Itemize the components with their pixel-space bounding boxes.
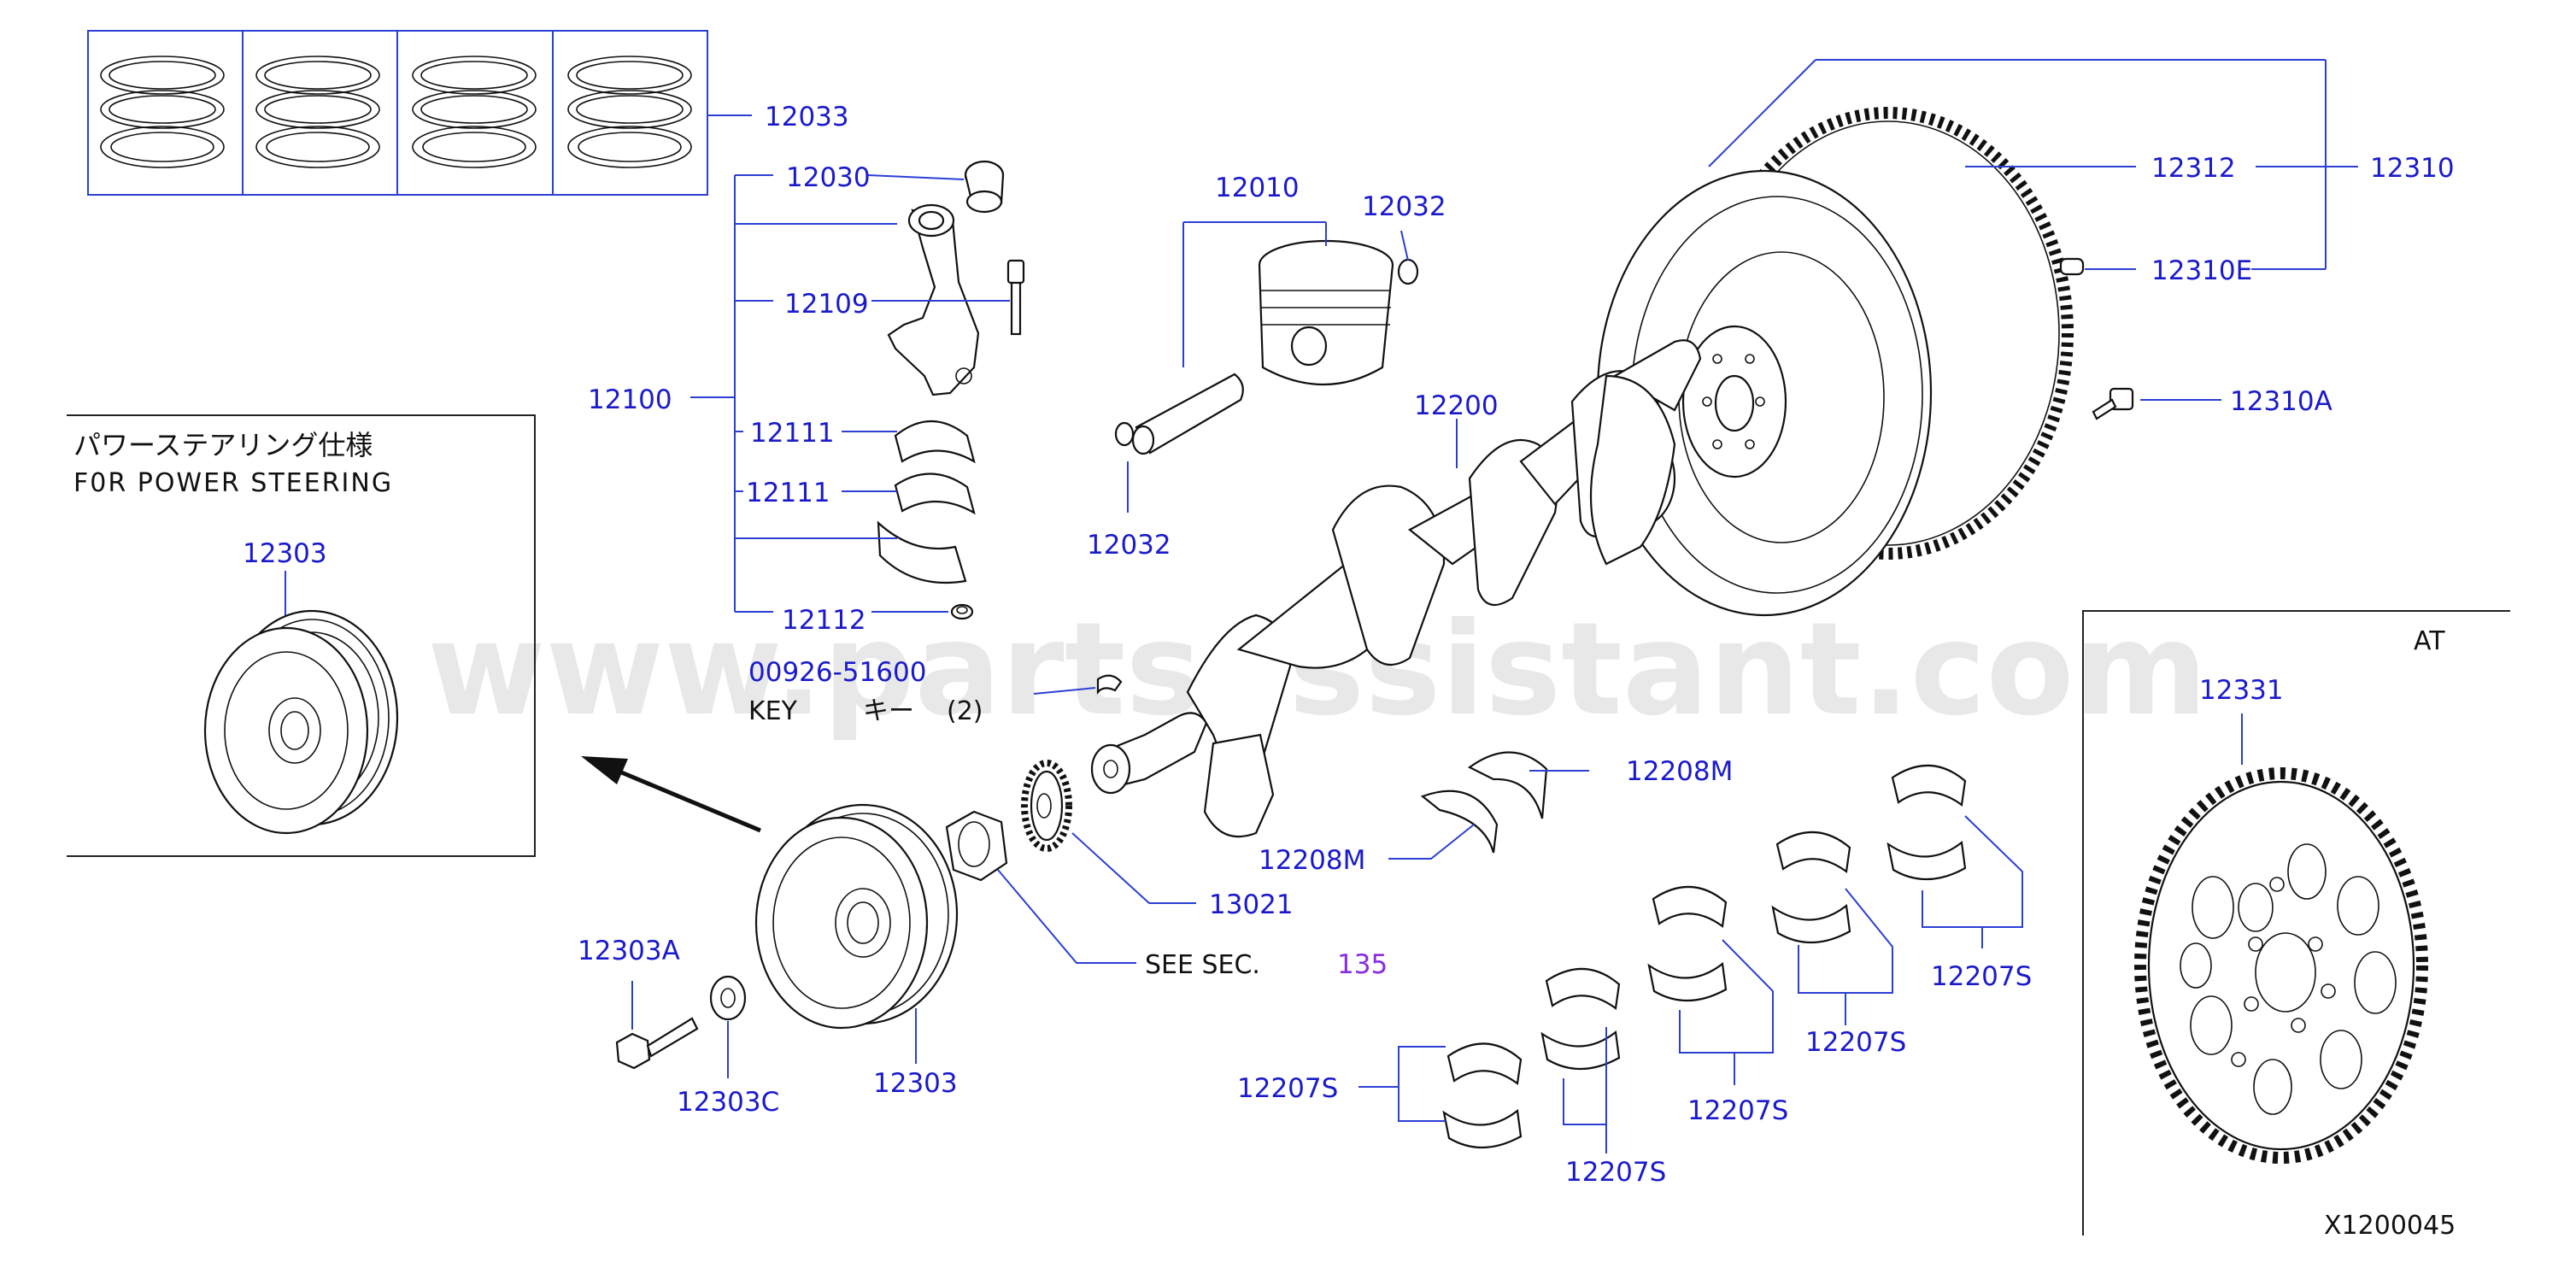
crank-sprocket[interactable]	[1021, 760, 1072, 852]
main-bearing-set-5[interactable]	[1887, 764, 1967, 881]
pulley-bolt[interactable]	[615, 1017, 699, 1070]
crankshaft[interactable]	[1090, 339, 1702, 838]
key-jp: キー	[863, 696, 914, 726]
label-flywheel-assy[interactable]: 12310	[2370, 153, 2455, 184]
inset-power-steering: パワーステアリング仕様 F0R POWER STEERING 12303	[67, 414, 536, 857]
label-conrod-nut[interactable]: 12112	[782, 605, 866, 636]
conrod-nut[interactable]	[950, 603, 974, 620]
inset-title-en: F0R POWER STEERING	[73, 468, 393, 498]
conrod-bearing-lower[interactable]	[877, 473, 976, 584]
label-conrod-bearing-lower[interactable]: 12111	[746, 478, 830, 508]
label-snap-ring-top[interactable]: 12032	[1362, 191, 1446, 222]
connecting-rod[interactable]	[887, 203, 980, 396]
see-section-text: SEE SEC.	[1145, 950, 1260, 980]
inset-at-title: AT	[2414, 626, 2445, 656]
label-drive-plate[interactable]: 12331	[2199, 675, 2284, 706]
main-bearing-set-3[interactable]	[1647, 885, 1728, 1002]
flywheel-bolt[interactable]	[2092, 387, 2134, 420]
key-qty: (2)	[947, 696, 983, 726]
crank-pulley[interactable]	[754, 803, 959, 1030]
see-section-number[interactable]: 135	[1337, 949, 1388, 980]
label-pulley-washer[interactable]: 12303C	[677, 1087, 779, 1118]
main-bearing-set-4[interactable]	[1771, 831, 1851, 944]
key-text: KEY	[748, 696, 798, 726]
label-main-bearing-1[interactable]: 12207S	[1237, 1073, 1338, 1104]
crank-spacer[interactable]	[945, 810, 1008, 882]
piston-ring-set[interactable]	[87, 30, 708, 196]
label-piston-assy[interactable]: 12010	[1215, 173, 1300, 203]
drawing-number: X1200045	[2324, 1211, 2456, 1241]
pulley-washer[interactable]	[709, 975, 747, 1021]
conrod-bearing-upper[interactable]	[894, 420, 976, 464]
snap-ring-top[interactable]	[1397, 258, 1419, 285]
drive-plate-icon[interactable]	[2134, 767, 2428, 1164]
label-main-bearing-5[interactable]: 12207S	[1931, 961, 2032, 992]
label-key-part[interactable]: 00926-51600	[748, 657, 926, 688]
flywheel[interactable]	[1596, 169, 1933, 617]
label-sprocket[interactable]: 13021	[1209, 889, 1294, 920]
dowel-pin[interactable]	[2059, 257, 2085, 276]
label-main-bearing-3[interactable]: 12207S	[1687, 1095, 1788, 1126]
label-pulley[interactable]: 12303	[873, 1068, 958, 1099]
arrow-to-inset-icon	[581, 756, 761, 833]
label-piston-rings[interactable]: 12033	[765, 102, 849, 132]
label-bushing[interactable]: 12030	[786, 162, 871, 193]
conrod-bolt[interactable]	[1006, 259, 1025, 336]
inset-title-jp: パワーステアリング仕様	[73, 429, 373, 461]
bushing[interactable]	[964, 160, 1005, 214]
snap-ring-bottom[interactable]	[1114, 421, 1135, 447]
thrust-washer-upper[interactable]	[1467, 751, 1548, 819]
inset-at: AT 12331	[2082, 610, 2510, 1236]
label-inset-pulley[interactable]: 12303	[243, 538, 327, 569]
label-conrod-bearing-upper[interactable]: 12111	[750, 418, 835, 449]
label-flywheel-bolt[interactable]: 12310A	[2230, 386, 2332, 417]
label-conrod-bolt[interactable]: 12109	[784, 289, 869, 320]
woodruff-key[interactable]	[1096, 674, 1123, 695]
label-thrust-washer-upper[interactable]: 12208M	[1626, 756, 1733, 787]
label-thrust-washer-lower[interactable]: 12208M	[1259, 845, 1365, 876]
label-main-bearing-2[interactable]: 12207S	[1565, 1157, 1666, 1188]
label-snap-ring-bottom[interactable]: 12032	[1087, 530, 1171, 561]
thrust-washer-lower[interactable]	[1420, 790, 1499, 854]
label-pulley-bolt[interactable]: 12303A	[578, 936, 680, 966]
label-main-bearing-4[interactable]: 12207S	[1805, 1027, 1906, 1058]
inset-pulley-icon[interactable]	[203, 609, 399, 835]
piston-pin[interactable]	[1131, 373, 1244, 455]
main-bearing-set-1[interactable]	[1442, 1042, 1523, 1149]
label-ring-gear[interactable]: 12312	[2151, 153, 2236, 184]
label-dowel[interactable]: 12310E	[2151, 255, 2252, 286]
label-crankshaft[interactable]: 12200	[1414, 390, 1499, 421]
label-conrod-assy[interactable]: 12100	[588, 385, 672, 415]
piston[interactable]	[1258, 239, 1394, 385]
main-bearing-set-2[interactable]	[1540, 967, 1621, 1071]
